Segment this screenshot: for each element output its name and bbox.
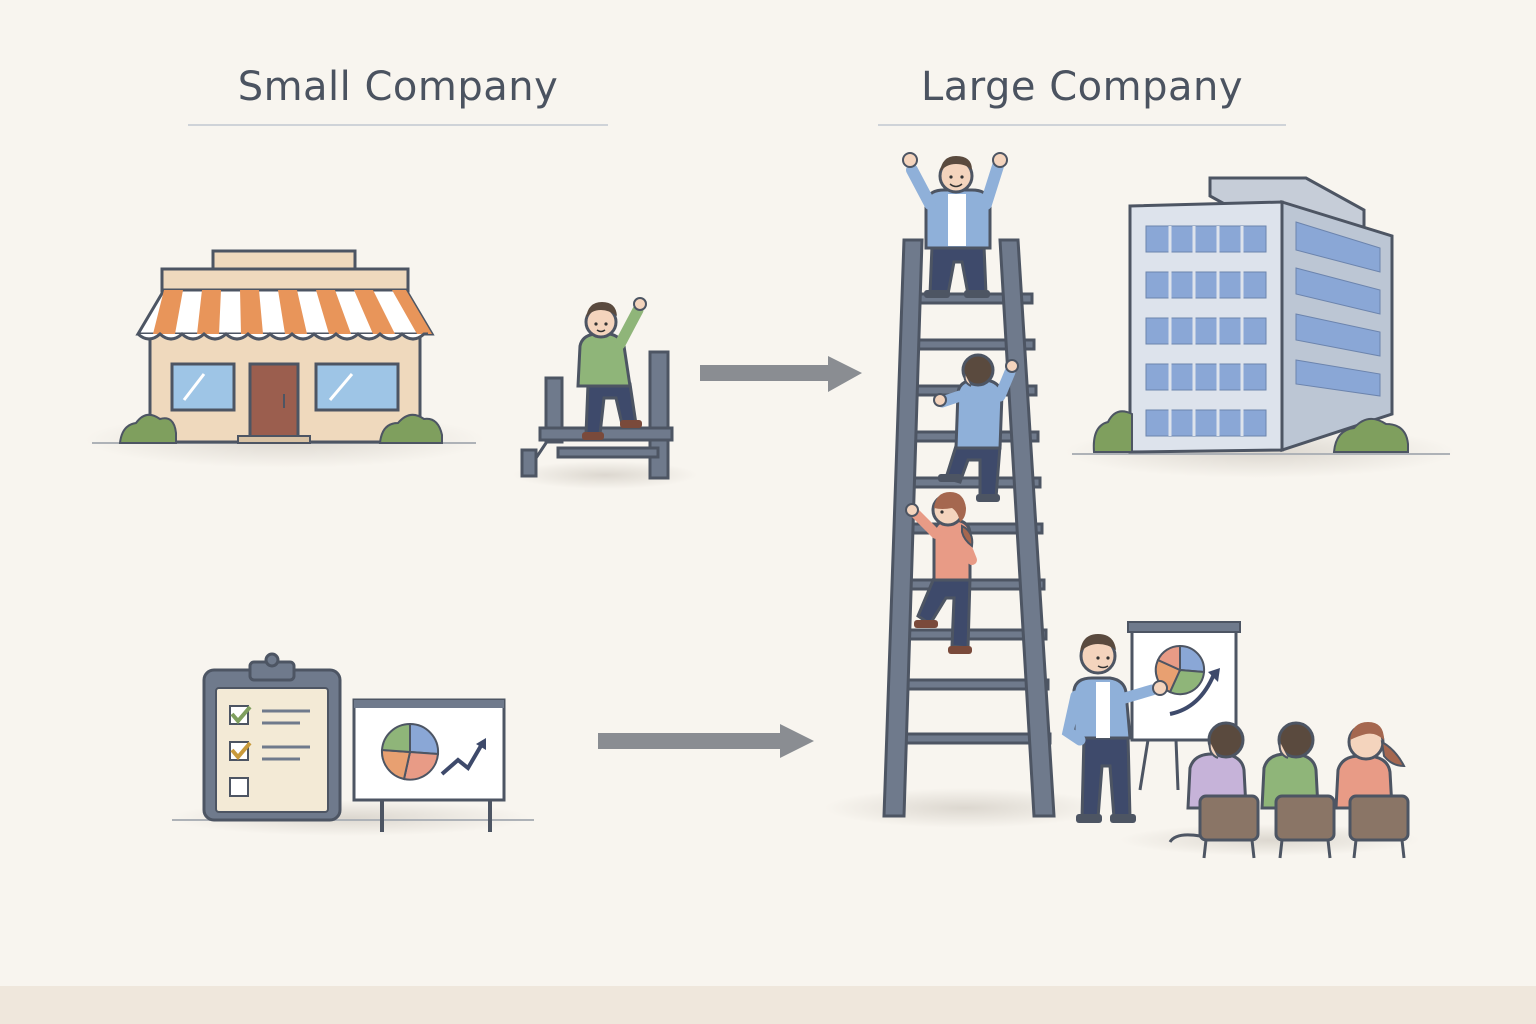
office-building-icon <box>1065 176 1455 478</box>
small-company-underline <box>188 124 608 126</box>
large-company-title: Large Company <box>920 64 1244 110</box>
arrow-right-icon <box>700 356 862 392</box>
arrow-right-icon <box>598 724 814 758</box>
clipboard-checklist-icon <box>170 652 534 836</box>
presenter <box>1061 634 1168 823</box>
step-stool-icon <box>513 350 697 489</box>
small-company-title: Small Company <box>237 64 559 110</box>
person-climbing-lower <box>905 492 977 654</box>
person-on-stool <box>576 297 647 440</box>
flip-chart-icon <box>1120 621 1420 856</box>
large-company-underline <box>878 124 1286 126</box>
person-climbing-middle <box>933 353 1019 502</box>
person-at-top <box>902 152 1008 298</box>
storefront-icon <box>85 249 485 468</box>
audience <box>1168 721 1410 859</box>
footer-band <box>0 986 1536 1024</box>
pie-chart-board-icon <box>352 698 506 832</box>
